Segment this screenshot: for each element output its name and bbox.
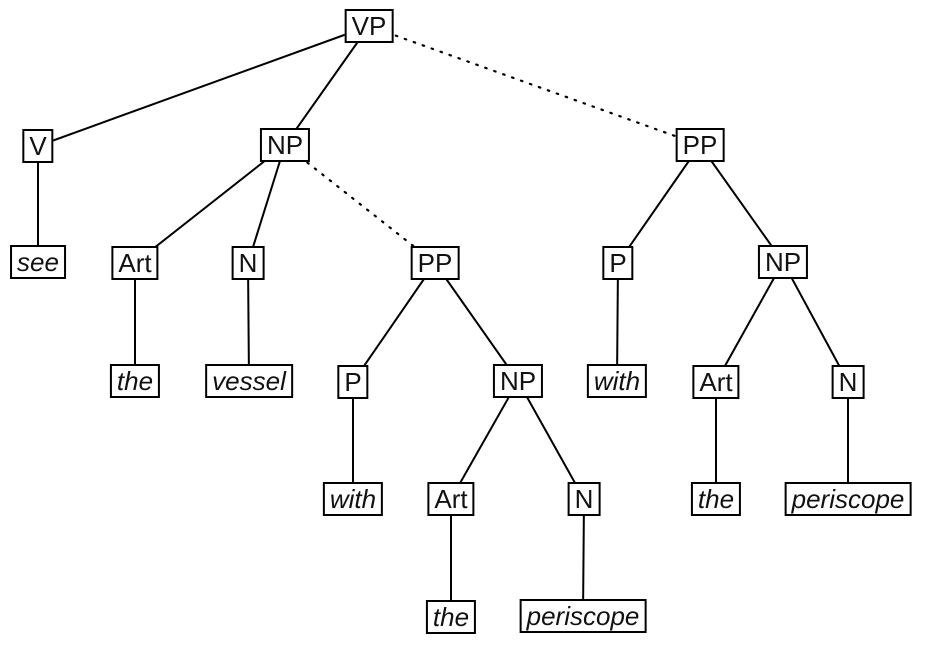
tree-edge-np_obj-pp_low [283,143,437,265]
tree-edge-np_high-art3 [715,261,784,383]
tree-edge-pp_high-p_high [617,144,701,264]
tree-edge-n2-periscope2 [582,498,585,617]
tree-edge-vp-pp_high [367,24,702,147]
tree-edge-n1-vessel [247,262,250,382]
tree-edge-np_low-art2 [450,380,519,500]
tree-edge-pp_low-p_low [352,262,436,383]
tree-node-p_low: P [337,365,369,399]
tree-edge-pp_low-np_low [434,262,519,382]
tree-edge-np_obj-n1 [247,144,286,264]
tree-edge-vp-np_obj [284,25,370,146]
tree-node-art3: Art [692,365,740,399]
tree-node-pp_low: PP [410,246,460,280]
tree-edge-np_low-n2 [517,380,585,500]
tree-edge-pp_high-np_high [699,144,784,263]
tree-edge-p_high-with_high [616,262,619,382]
tree-node-vessel: vessel [205,364,293,398]
tree-node-the3: the [690,482,742,516]
tree-node-with_high: with [586,364,648,398]
tree-node-pp_high: PP [675,128,725,162]
tree-node-np_low: NP [492,364,544,398]
tree-node-art2: Art [427,482,475,516]
tree-node-n2: N [567,482,601,516]
tree-node-n3: N [831,365,865,399]
tree-node-periscope3: periscope [784,482,912,516]
tree-node-n1: N [231,246,265,280]
tree-node-art1: Art [111,246,159,280]
tree-node-np_high: NP [757,245,809,279]
tree-edge-np_high-n3 [782,261,849,383]
tree-node-with_low: with [322,482,384,516]
tree-node-the2: the [425,600,477,634]
tree-node-np_obj: NP [259,128,311,162]
tree-node-periscope2: periscope [519,599,647,633]
tree-node-the1: the [109,364,161,398]
tree-node-v: V [22,129,54,163]
tree-edge-np_obj-art1 [134,144,286,264]
tree-edge-vp-v [37,25,370,147]
tree-node-p_high: P [602,246,634,280]
tree-node-see: see [10,245,66,279]
tree-node-vp: VP [344,9,394,43]
